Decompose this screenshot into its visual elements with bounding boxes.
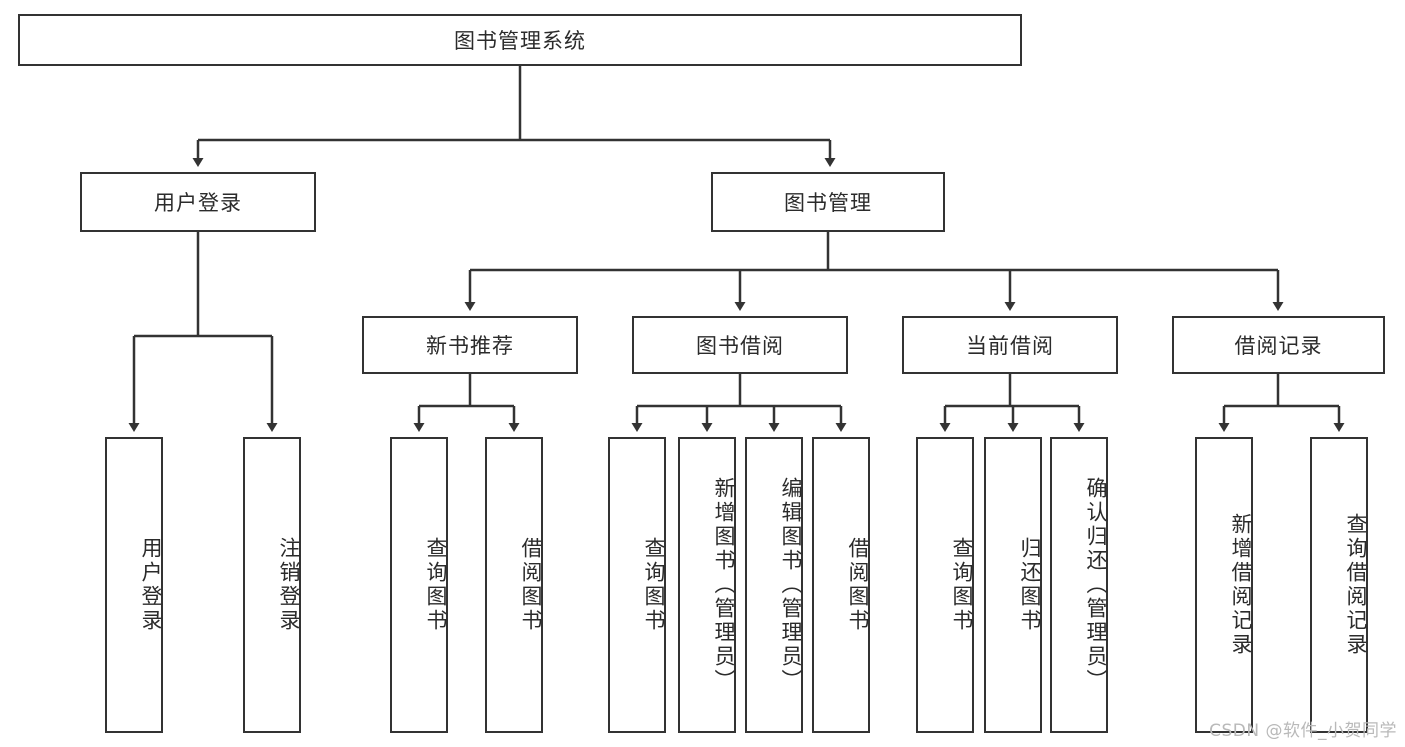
node-leaf-logout-label: 注销登录	[277, 537, 301, 633]
node-leaf-query-book-2[interactable]: 查询图书	[608, 437, 666, 733]
node-leaf-query-borrow-record[interactable]: 查询借阅记录	[1310, 437, 1368, 733]
node-borrow-record[interactable]: 借阅记录	[1172, 316, 1385, 374]
node-leaf-query-book-2-label: 查询图书	[642, 537, 666, 633]
node-leaf-add-book[interactable]: 新增图书（管理员）	[678, 437, 736, 733]
node-leaf-query-book-1-label: 查询图书	[424, 537, 448, 633]
node-root-title[interactable]: 图书管理系统	[18, 14, 1022, 66]
node-book-borrow[interactable]: 图书借阅	[632, 316, 848, 374]
node-user-login-label: 用户登录	[154, 191, 242, 215]
node-leaf-edit-book[interactable]: 编辑图书（管理员）	[745, 437, 803, 733]
node-new-book-recommend-label: 新书推荐	[426, 334, 514, 358]
node-book-manage[interactable]: 图书管理	[711, 172, 945, 232]
node-root-label: 图书管理系统	[454, 29, 586, 53]
node-book-manage-label: 图书管理	[784, 191, 872, 215]
node-new-book-recommend[interactable]: 新书推荐	[362, 316, 578, 374]
node-current-borrow[interactable]: 当前借阅	[902, 316, 1118, 374]
node-leaf-return-book[interactable]: 归还图书	[984, 437, 1042, 733]
node-leaf-user-login-label: 用户登录	[139, 537, 163, 633]
node-borrow-record-label: 借阅记录	[1234, 334, 1323, 358]
node-current-borrow-label: 当前借阅	[966, 334, 1054, 358]
node-leaf-logout[interactable]: 注销登录	[243, 437, 301, 733]
node-leaf-borrow-book-1-label: 借阅图书	[519, 537, 543, 633]
node-leaf-confirm-return-label: 确认归还（管理员）	[1084, 477, 1108, 693]
node-leaf-borrow-book-1[interactable]: 借阅图书	[485, 437, 543, 733]
node-leaf-add-borrow-record-label: 新增借阅记录	[1229, 513, 1253, 657]
node-leaf-return-book-label: 归还图书	[1018, 537, 1042, 633]
node-leaf-query-book-1[interactable]: 查询图书	[390, 437, 448, 733]
node-leaf-borrow-book-2-label: 借阅图书	[846, 537, 870, 633]
node-leaf-query-book-3-label: 查询图书	[950, 537, 974, 633]
node-book-borrow-label: 图书借阅	[696, 334, 784, 358]
node-leaf-user-login[interactable]: 用户登录	[105, 437, 163, 733]
node-leaf-edit-book-label: 编辑图书（管理员）	[779, 477, 803, 693]
node-leaf-query-borrow-record-label: 查询借阅记录	[1344, 513, 1368, 657]
node-leaf-add-borrow-record[interactable]: 新增借阅记录	[1195, 437, 1253, 733]
node-leaf-borrow-book-2[interactable]: 借阅图书	[812, 437, 870, 733]
node-user-login[interactable]: 用户登录	[80, 172, 316, 232]
node-leaf-confirm-return[interactable]: 确认归还（管理员）	[1050, 437, 1108, 733]
node-leaf-query-book-3[interactable]: 查询图书	[916, 437, 974, 733]
watermark-text: CSDN @软件_小贺同学	[1209, 721, 1397, 741]
node-leaf-add-book-label: 新增图书（管理员）	[712, 477, 736, 693]
